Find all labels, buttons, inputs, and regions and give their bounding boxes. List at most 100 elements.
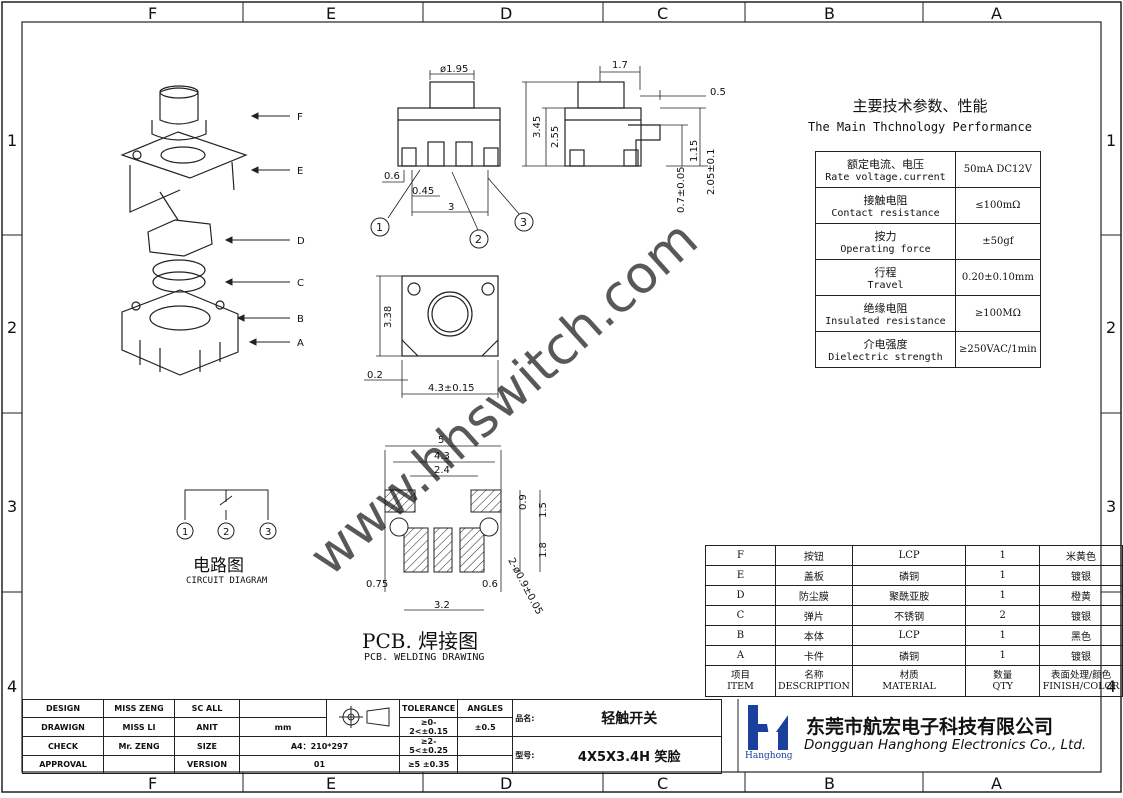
bom-cell: 磷铜	[851, 565, 967, 586]
zone-number: 3	[1106, 497, 1116, 516]
front-view	[397, 81, 501, 167]
spec-value: ≥250VAC/1min	[955, 331, 1041, 368]
zone-number: 1	[1106, 131, 1116, 150]
zone-number: 2	[7, 318, 17, 337]
bom-h-cn: 项目	[730, 670, 750, 681]
watermark: www.hhswitch.com	[299, 209, 710, 587]
pcb-title: PCB. 焊接图	[362, 629, 479, 653]
pin-3-label: 3	[520, 216, 527, 229]
bom-cell: LCP	[851, 545, 967, 566]
zone-letter: F	[148, 4, 157, 23]
dim-1-7: 1.7	[612, 60, 628, 71]
spec-name-cn: 按力	[874, 230, 897, 243]
bom-cell: E	[705, 565, 776, 586]
company-logo	[744, 703, 794, 751]
zone-letter: A	[991, 4, 1002, 23]
dim-4-3: 4.3±0.15	[428, 383, 475, 394]
dim-2-55: 2.55	[550, 126, 561, 148]
part-membrane	[147, 219, 213, 257]
dim-diameter: ø1.95	[440, 64, 468, 75]
spec-value: 50mA DC12V	[955, 151, 1041, 188]
bom-cell: 卡件	[774, 645, 853, 666]
tb-angles-label: ANGLES	[457, 699, 514, 718]
top-dim-text: 3.38 0.2 4.3±0.15	[367, 306, 475, 394]
exploded-labels: F E D C B A	[297, 112, 305, 349]
tb-tol1: ≥0-2<±0.15	[398, 717, 459, 737]
pcb-view	[384, 445, 541, 611]
dim-0-75: 0.75	[366, 579, 388, 590]
circuit-pins: 1 2 3	[182, 527, 271, 538]
label-e: E	[297, 166, 303, 177]
bom-h-en: MATERIAL	[882, 681, 936, 692]
dim-3-45: 3.45	[532, 116, 543, 138]
tb-anit: ANIT	[174, 717, 240, 737]
dim-0-7: 0.7±0.05	[676, 166, 687, 213]
top-view	[401, 275, 499, 357]
spec-value: 0.20±0.10mm	[955, 259, 1041, 296]
dim-2-4: 2.4	[434, 465, 450, 476]
bom-cell: 镀银	[1039, 565, 1123, 586]
tb-model-label: 型号:	[512, 736, 538, 774]
dim-0-9: 0.9	[518, 494, 529, 510]
tb-empty	[239, 699, 327, 718]
dim-3: 3	[448, 202, 454, 213]
tb-design-name: MISS ZENG	[103, 699, 175, 718]
dim-0-5: 0.5	[710, 87, 726, 98]
tb-version-label: VERSION	[174, 755, 240, 774]
bom-cell: 按钮	[774, 545, 853, 566]
circuit-title: 电路图	[193, 556, 244, 576]
side-dims	[522, 66, 708, 167]
bom-cell: 不锈钢	[851, 605, 967, 626]
tb-drawign-label: DRAWIGN	[22, 717, 104, 737]
dim-2-05: 2.05±0.1	[706, 148, 717, 195]
spec-subtitle: The Main Thchnology Performance	[808, 120, 1032, 134]
zone-letter: E	[326, 774, 336, 793]
pin-1-label: 1	[376, 221, 383, 234]
part-dome	[152, 259, 206, 281]
circuit-pin-1: 1	[182, 527, 188, 538]
part-cover	[120, 131, 248, 179]
spec-title: 主要技术参数、性能	[852, 97, 988, 115]
label-a: A	[297, 338, 304, 349]
bom-h-en: DESCRIPTION	[777, 681, 850, 692]
bom-h-cn: 材质	[899, 670, 919, 681]
tb-size-value: A4：210*297	[239, 736, 400, 756]
tb-check-name: Mr. ZENG	[103, 736, 175, 756]
zone-letters-bottom: F E D C B A	[148, 774, 1002, 793]
bom-cell: F	[705, 545, 776, 566]
label-b: B	[297, 314, 304, 325]
spec-name-cn: 介电强度	[863, 338, 908, 351]
exploded-view	[120, 85, 248, 376]
spec-name-en: Operating force	[840, 244, 931, 255]
dim-hole: 2-ø0.9±0.05	[505, 556, 544, 616]
tb-model-value: 4X5X3.4H 笑脸	[537, 736, 723, 774]
bom-h-en: FINISH/COLOR	[1042, 681, 1120, 692]
bom-cell: 橙黄	[1039, 585, 1123, 606]
bom-cell: C	[705, 605, 776, 626]
tb-drawign-name: MISS LI	[103, 717, 175, 737]
dim-0-45: 0.45	[412, 186, 434, 197]
spec-name-cn: 行程	[874, 266, 897, 279]
front-dims	[382, 70, 521, 231]
bom-cell: A	[705, 645, 776, 666]
spec-name-en: Travel	[867, 280, 904, 291]
tb-tol3: ≥5 ±0.35	[398, 755, 459, 774]
tb-tolerance-label: TOLERANCE	[398, 699, 459, 718]
